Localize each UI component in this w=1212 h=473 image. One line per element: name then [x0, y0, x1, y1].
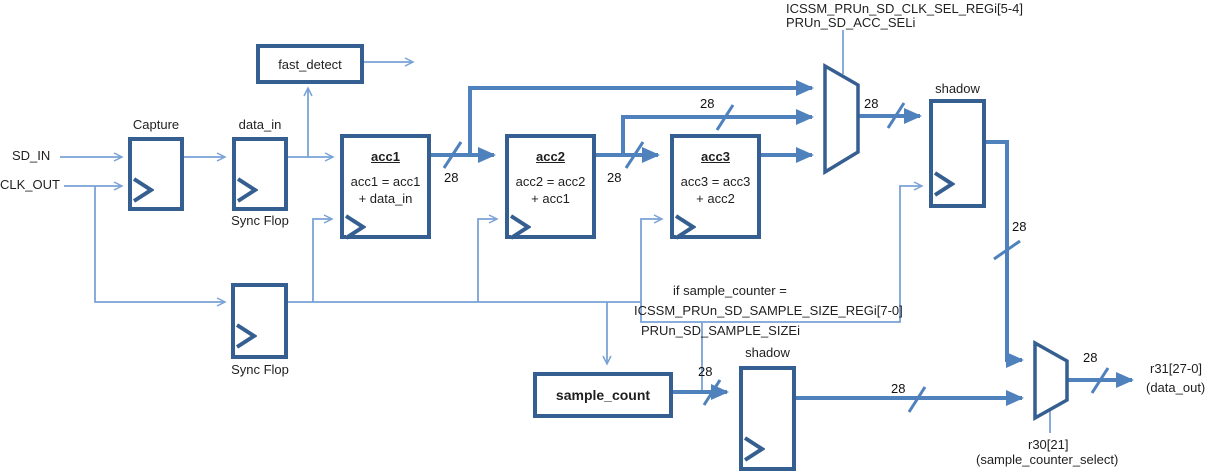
bus-width-sample-count-out: 28 — [698, 364, 713, 379]
acc1-block: acc1 acc1 = acc1 + data_in — [340, 134, 431, 240]
acc-mux-select-line1: ICSSM_PRUn_SD_CLK_SEL_REGi[5-4] — [786, 1, 1023, 16]
wire-sample-match-to-shadow-top — [640, 181, 924, 323]
acc2-title: acc2 — [536, 149, 565, 164]
acc2-eq-line2: + acc1 — [531, 191, 570, 206]
acc2-eq-line1: acc2 = acc2 — [515, 174, 586, 189]
slash-shadow-bottom-out — [907, 386, 927, 413]
bus-acc1-to-mux — [468, 80, 814, 153]
slash-acc1-acc2 — [442, 141, 463, 169]
clock-triangle-icon — [743, 436, 765, 462]
clock-triangle-icon — [933, 171, 955, 197]
shadow-bottom-flop — [739, 366, 796, 471]
wire-clk-branch-to-sync-flop — [94, 186, 227, 307]
wire-acc3-clk — [640, 214, 664, 302]
shadow-top-label: shadow — [935, 81, 980, 96]
slash-output — [1090, 367, 1110, 394]
clock-triangle-icon — [236, 177, 258, 203]
sync-flop-label-2: Sync Flop — [231, 362, 289, 377]
slash-sample-count-out — [702, 379, 722, 406]
acc3-block: acc3 acc3 = acc3 + acc2 — [670, 134, 761, 240]
shadow-bottom-label: shadow — [745, 345, 790, 360]
select-name-label: (sample_counter_select) — [976, 452, 1119, 467]
bus-width-mux-shadow: 28 — [864, 96, 879, 111]
clock-triangle-icon — [132, 177, 154, 203]
sample-condition-line1: if sample_counter = — [673, 283, 787, 298]
sync-flop-label-1: Sync Flop — [231, 213, 289, 228]
acc3-title: acc3 — [701, 149, 730, 164]
slash-acc2-acc3 — [624, 141, 645, 169]
slash-shadow-top-out — [993, 239, 1021, 261]
acc1-eq-line2: + data_in — [358, 191, 413, 206]
clock-triangle-icon — [235, 323, 257, 349]
data-in-label: data_in — [238, 117, 282, 132]
acc3-eq-line2: + acc2 — [696, 191, 735, 206]
bus-width-shadow-top-out: 28 — [1012, 219, 1027, 234]
acc2-block: acc2 acc2 = acc2 + acc1 — [505, 134, 596, 240]
muxes — [823, 62, 1069, 421]
data-out-name-label: (data_out) — [1146, 380, 1206, 395]
acc3-eq-line1: acc3 = acc3 — [680, 174, 751, 189]
sample-count-block: sample_count — [533, 372, 673, 418]
wire-acc2-clk — [477, 214, 499, 302]
slash-acc2-mux — [715, 104, 735, 131]
shadow-top-flop — [929, 99, 986, 208]
capture-label: Capture — [132, 117, 180, 132]
wire-acc1-clk — [312, 214, 334, 302]
acc-mux-select-line2: PRUn_SD_ACC_SELi — [786, 15, 916, 30]
fast-detect-label: fast_detect — [278, 56, 342, 72]
bus-acc2-to-mux — [621, 109, 814, 153]
acc-select-mux — [823, 62, 860, 176]
acc1-title: acc1 — [371, 149, 400, 164]
slash-mux-shadow-top — [886, 102, 906, 129]
acc1-eq-line1: acc1 = acc1 — [350, 174, 421, 189]
bus-width-output: 28 — [1083, 350, 1098, 365]
clock-triangle-icon — [674, 214, 696, 240]
bus-width-acc1-acc2: 28 — [444, 170, 459, 185]
fast-detect-block: fast_detect — [256, 44, 364, 84]
bus-slashes — [442, 102, 1110, 413]
bus-width-shadow-bottom-out: 28 — [891, 381, 906, 396]
clk-out-label: CLK_OUT — [0, 177, 60, 192]
sd-in-label: SD_IN — [12, 148, 51, 163]
sample-condition-line2: ICSSM_PRUn_SD_SAMPLE_SIZE_REGi[7-0] — [634, 303, 903, 318]
sample-count-label: sample_count — [555, 387, 651, 403]
data-in-sync-flop — [232, 137, 288, 211]
clock-triangle-icon — [344, 214, 366, 240]
output-select-mux — [1033, 340, 1069, 421]
bus-width-acc2-acc3: 28 — [607, 170, 622, 185]
clock-triangle-icon — [509, 214, 531, 240]
sample-condition-line3: PRUn_SD_SAMPLE_SIZEi — [641, 323, 800, 338]
capture-flop — [128, 137, 184, 211]
data-out-reg-label: r31[27-0] — [1150, 361, 1203, 376]
thin-wires — [60, 30, 1051, 433]
bus-width-acc2-mux: 28 — [700, 96, 715, 111]
bus-wires — [431, 80, 1134, 406]
select-reg-label: r30[21] — [1028, 437, 1069, 452]
clk-sync-flop — [231, 283, 288, 359]
